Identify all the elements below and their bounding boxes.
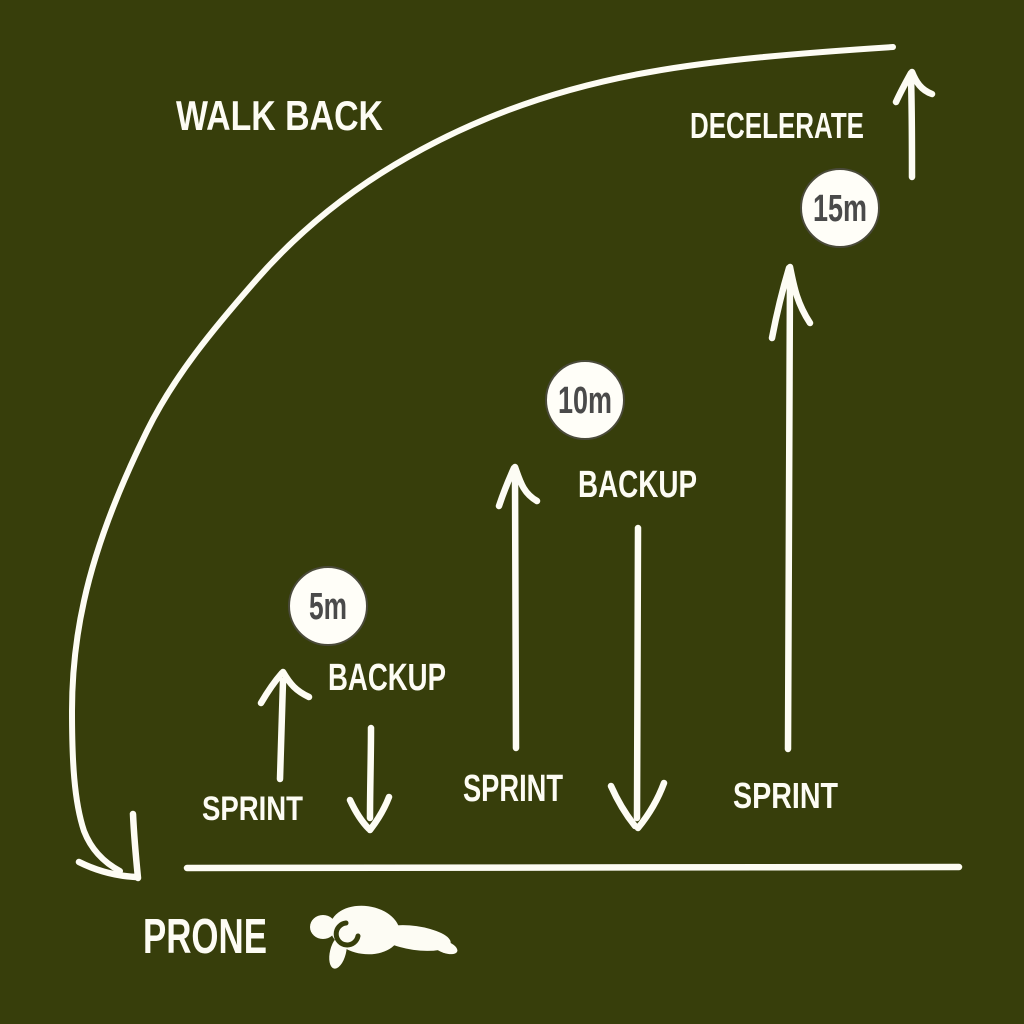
distance-marker-5m bbox=[288, 566, 368, 646]
prone-person-icon bbox=[310, 905, 458, 969]
decelerate-arrow bbox=[892, 68, 936, 181]
walk-back-arrowhead-icon bbox=[75, 810, 142, 882]
sprint-arrow-5m bbox=[257, 668, 313, 783]
backup-arrow-10m bbox=[607, 524, 668, 832]
sprint-label-2: SPRINT bbox=[463, 768, 563, 810]
sprint-label-1: SPRINT bbox=[202, 790, 303, 828]
walk-back-curve-arrow bbox=[69, 44, 896, 882]
station-15m: SPRINT DECELERATE 15m bbox=[690, 68, 936, 816]
distance-marker-15m-label: 15m bbox=[813, 188, 867, 230]
walk-back-curve bbox=[69, 44, 896, 874]
station-10m: SPRINT BACKUP 10m bbox=[463, 360, 697, 832]
start-baseline bbox=[183, 863, 963, 872]
backup-arrow-5m bbox=[346, 724, 393, 834]
backup-label-2: BACKUP bbox=[578, 464, 697, 506]
decelerate-label: DECELERATE bbox=[690, 105, 864, 146]
distance-marker-10m-label: 10m bbox=[558, 380, 612, 422]
walk-back-label: WALK BACK bbox=[176, 92, 383, 139]
distance-marker-15m bbox=[800, 168, 880, 248]
distance-marker-5m-label: 5m bbox=[309, 586, 347, 628]
sprint-arrow-10m bbox=[495, 463, 541, 752]
distance-marker-10m bbox=[545, 360, 625, 440]
station-5m: SPRINT BACKUP 5m bbox=[202, 566, 446, 834]
prone-label: PRONE bbox=[143, 910, 267, 964]
sprint-label-3: SPRINT bbox=[733, 775, 838, 816]
backup-label-1: BACKUP bbox=[328, 657, 446, 699]
sprint-arrow-15m bbox=[768, 263, 814, 753]
